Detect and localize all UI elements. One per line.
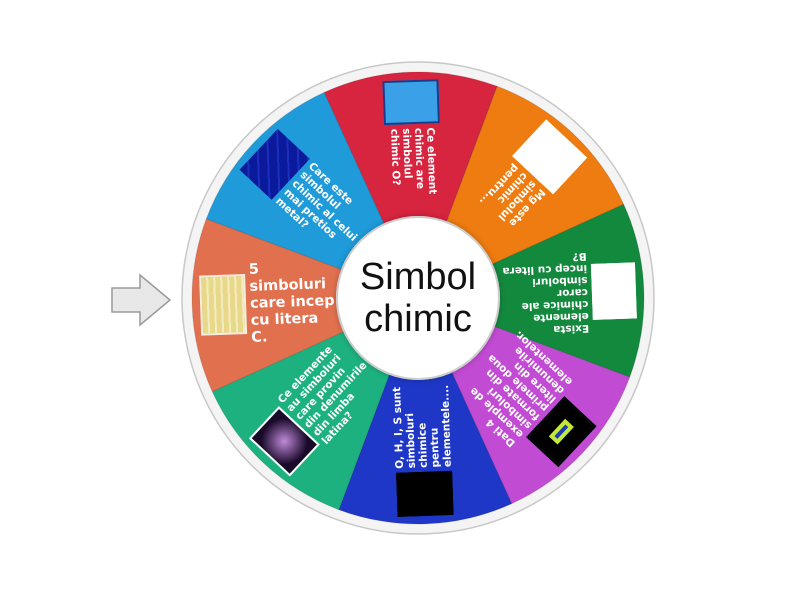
phi-logo-image: [396, 470, 454, 517]
segment-text: O, H, I, S sunt simboluri chimice pentru…: [391, 384, 454, 469]
wheel-segment[interactable]: [191, 218, 420, 393]
wheel-segment[interactable]: [323, 71, 498, 300]
oxygen-tile-image: [382, 79, 440, 126]
wheel-segment[interactable]: [416, 203, 645, 378]
title-line-2: chimic: [364, 298, 472, 340]
letter-b-hexagon-image: [590, 262, 637, 320]
periodic-table-photo-image: [199, 274, 248, 336]
segment-text: Ce element chimic are simbolul chimic O?: [388, 127, 439, 195]
title-line-1: Simbol: [359, 256, 477, 298]
wheel-segment[interactable]: [338, 296, 513, 525]
arrow-right-icon: [111, 273, 172, 327]
